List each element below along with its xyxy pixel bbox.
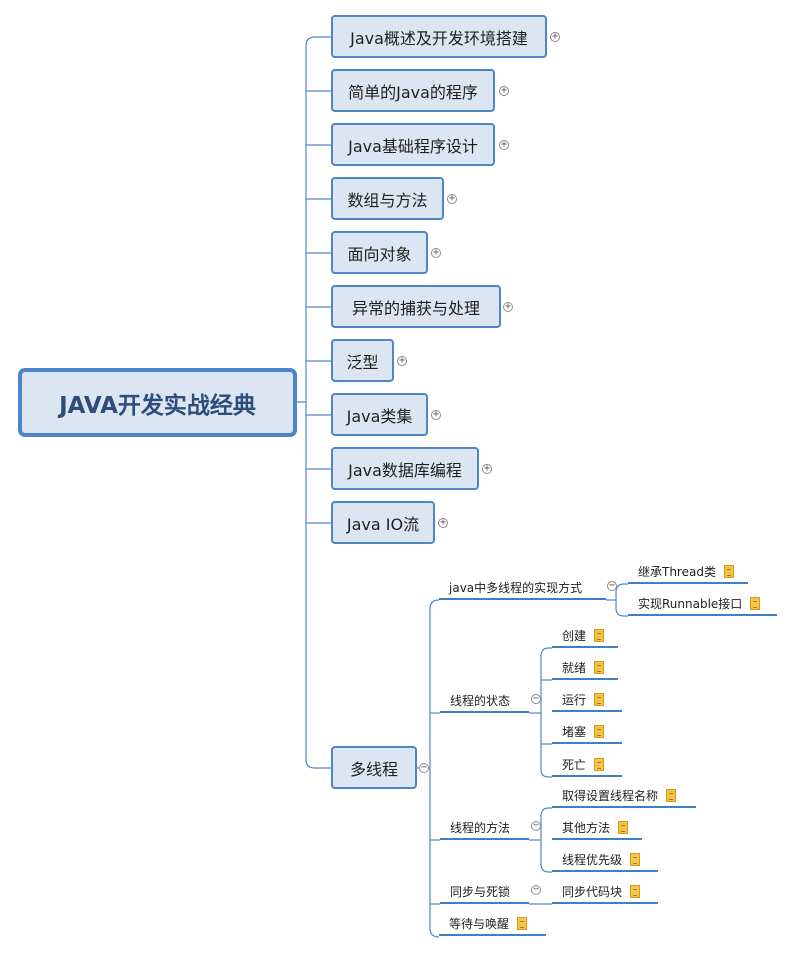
subtopic-sync-deadlock[interactable]: 同步与死锁: [440, 880, 529, 904]
note-icon[interactable]: [594, 692, 605, 706]
leaf-label: 就绪: [562, 660, 587, 675]
subtopic-label: 线程的方法: [450, 820, 511, 835]
note-icon[interactable]: [594, 757, 605, 771]
expand-icon[interactable]: +: [482, 463, 492, 474]
leaf-state-new[interactable]: 创建: [552, 624, 618, 648]
leaf-implement-runnable[interactable]: 实现Runnable接口: [628, 592, 777, 616]
note-icon[interactable]: [594, 724, 605, 738]
expand-icon[interactable]: +: [499, 85, 509, 96]
expand-icon[interactable]: +: [503, 301, 513, 312]
topic-multithreading[interactable]: 多线程: [331, 746, 417, 789]
topic-oop[interactable]: 面向对象: [331, 231, 428, 274]
leaf-other-methods[interactable]: 其他方法: [552, 816, 642, 840]
subtopic-wait-notify[interactable]: 等待与唤醒: [439, 912, 546, 936]
leaf-state-ready[interactable]: 就绪: [552, 656, 618, 680]
topic-java-collections[interactable]: Java类集: [331, 393, 428, 436]
subtopic-thread-implementation[interactable]: java中多线程的实现方式: [439, 576, 606, 600]
leaf-label: 同步代码块: [562, 884, 623, 899]
topic-java-overview[interactable]: Java概述及开发环境搭建: [331, 15, 547, 58]
collapse-icon[interactable]: −: [531, 820, 541, 831]
note-icon[interactable]: [723, 564, 734, 578]
leaf-label: 其他方法: [562, 820, 611, 835]
note-icon[interactable]: [594, 628, 605, 642]
leaf-thread-priority[interactable]: 线程优先级: [552, 848, 658, 872]
subtopic-label: 同步与死锁: [450, 884, 511, 899]
leaf-state-blocked[interactable]: 堵塞: [552, 720, 622, 744]
leaf-label: 死亡: [562, 757, 587, 772]
expand-icon[interactable]: +: [431, 409, 441, 420]
leaf-state-running[interactable]: 运行: [552, 688, 622, 712]
subtopic-thread-methods[interactable]: 线程的方法: [440, 816, 529, 840]
subtopic-label: java中多线程的实现方式: [449, 580, 583, 595]
leaf-get-set-thread-name[interactable]: 取得设置线程名称: [552, 784, 696, 808]
topic-exceptions[interactable]: 异常的捕获与处理: [331, 285, 501, 328]
leaf-label: 堵塞: [562, 724, 587, 739]
leaf-label: 实现Runnable接口: [638, 596, 743, 611]
note-icon[interactable]: [517, 916, 528, 930]
topic-java-io[interactable]: Java IO流: [331, 501, 435, 544]
leaf-label: 取得设置线程名称: [562, 788, 659, 803]
subtopic-label: 等待与唤醒: [449, 916, 510, 931]
collapse-icon[interactable]: −: [419, 762, 429, 773]
collapse-icon[interactable]: −: [531, 693, 541, 704]
expand-icon[interactable]: +: [431, 247, 441, 258]
note-icon[interactable]: [630, 852, 641, 866]
subtopic-label: 线程的状态: [450, 693, 511, 708]
collapse-icon[interactable]: −: [607, 580, 617, 591]
expand-icon[interactable]: +: [397, 355, 407, 366]
note-icon[interactable]: [666, 788, 677, 802]
leaf-label: 线程优先级: [562, 852, 623, 867]
topic-simple-java-program[interactable]: 简单的Java的程序: [331, 69, 495, 112]
leaf-state-dead[interactable]: 死亡: [552, 753, 622, 777]
leaf-label: 创建: [562, 628, 587, 643]
topic-generics[interactable]: 泛型: [331, 339, 394, 382]
expand-icon[interactable]: +: [438, 517, 448, 528]
leaf-extend-thread[interactable]: 继承Thread类: [628, 560, 748, 584]
subtopic-thread-states[interactable]: 线程的状态: [440, 689, 529, 713]
expand-icon[interactable]: +: [499, 139, 509, 150]
topic-java-basics[interactable]: Java基础程序设计: [331, 123, 495, 166]
collapse-icon[interactable]: −: [531, 884, 541, 895]
note-icon[interactable]: [630, 884, 641, 898]
note-icon[interactable]: [594, 660, 605, 674]
note-icon[interactable]: [750, 596, 761, 610]
root-topic[interactable]: JAVA开发实战经典: [18, 368, 297, 437]
leaf-label: 运行: [562, 692, 587, 707]
leaf-label: 继承Thread类: [638, 564, 716, 579]
topic-arrays-methods[interactable]: 数组与方法: [331, 177, 444, 220]
note-icon[interactable]: [618, 820, 629, 834]
topic-java-database[interactable]: Java数据库编程: [331, 447, 479, 490]
expand-icon[interactable]: +: [447, 193, 457, 204]
expand-icon[interactable]: +: [550, 31, 560, 42]
leaf-sync-block[interactable]: 同步代码块: [552, 880, 658, 904]
